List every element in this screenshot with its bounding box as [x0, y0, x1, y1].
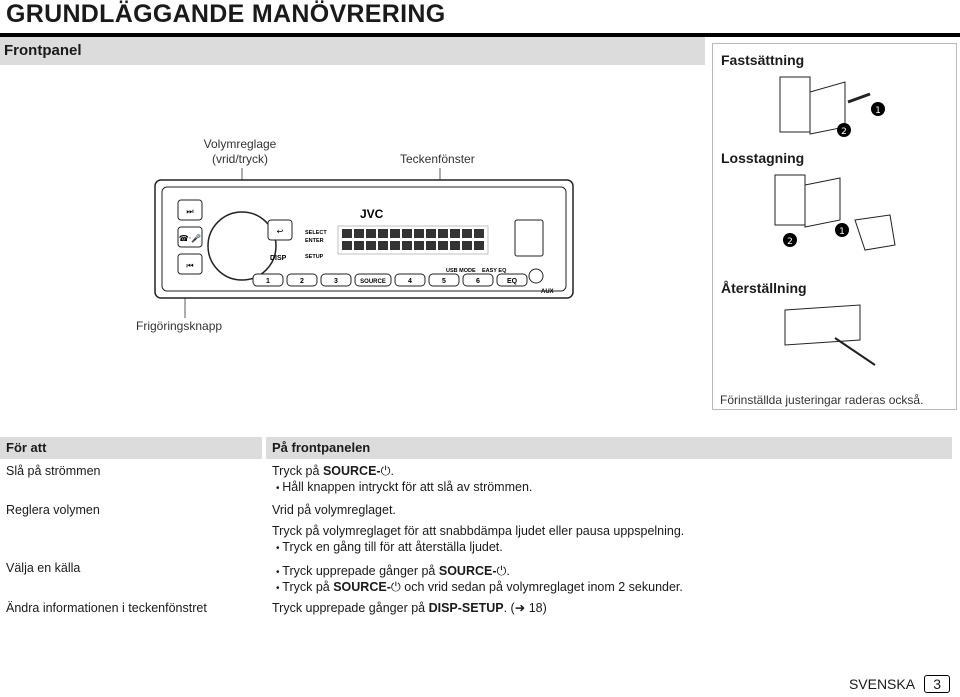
- source-button: [354, 273, 392, 287]
- volume-callout-line1: Volymreglage: [203, 137, 277, 151]
- svg-text:⏭: ⏭: [186, 207, 193, 216]
- svg-text:1: 1: [266, 278, 270, 285]
- svg-text:EQ: EQ: [507, 278, 518, 285]
- power-icon: ⏻: [380, 464, 391, 478]
- row-action-3b: Tryck på SOURCE-⏻ och vrid sedan på voly…: [276, 579, 683, 597]
- usb-port: [514, 219, 544, 257]
- svg-text:1: 1: [839, 227, 845, 237]
- svg-text:SELECT: SELECT: [305, 230, 327, 236]
- attach-illustration: 1 2: [779, 76, 885, 137]
- page-number: 3: [924, 675, 950, 693]
- row-label-4: Ändra informationen i teckenfönstret: [6, 601, 207, 615]
- svg-text:☎·🎤: ☎·🎤: [179, 233, 202, 243]
- row-label-1: Slå på strömmen: [6, 464, 101, 478]
- prev-track-button: [177, 253, 203, 275]
- volume-callout-line2: (vrid/tryck): [212, 152, 268, 166]
- row-label-3: Välja en källa: [6, 561, 81, 575]
- preset-button-1: [252, 273, 284, 287]
- row-action-1-note: Håll knappen intryckt för att slå av str…: [276, 479, 532, 497]
- phone-mic-button: [177, 226, 203, 248]
- row-action-3a: Tryck upprepade gånger på SOURCE-⏻.: [276, 563, 510, 581]
- device-front-panel: ⏭ ☎·🎤 ⏮ ↩ DISP SELECT ENTER SETUP JVC US: [154, 168, 574, 318]
- footer: SVENSKA 3: [849, 675, 950, 693]
- table-head-col2: På frontpanelen: [266, 437, 952, 459]
- attach-heading: Fastsättning: [721, 52, 805, 68]
- row-action-2a: Vrid på volymreglaget.: [272, 503, 396, 517]
- reset-heading: Återställning: [721, 280, 807, 296]
- svg-text:DISP: DISP: [270, 255, 287, 262]
- detach-heading: Losstagning: [721, 150, 805, 166]
- preset-button-5: [428, 273, 460, 287]
- aux-jack: [528, 268, 544, 284]
- svg-text:SETUP: SETUP: [305, 254, 324, 260]
- row-action-4: Tryck upprepade gånger på DISP-SETUP. (➜…: [272, 601, 547, 615]
- svg-text:2: 2: [787, 237, 793, 247]
- svg-text:ENTER: ENTER: [305, 238, 324, 244]
- next-track-button: [177, 199, 203, 221]
- title-rule: [0, 33, 960, 37]
- arrow-right-icon: ➜: [514, 601, 526, 615]
- svg-text:EASY EQ: EASY EQ: [482, 268, 507, 274]
- language-label: SVENSKA: [848, 676, 915, 692]
- detach-illustration: 2 1: [774, 174, 896, 251]
- right-panel: [712, 43, 957, 410]
- svg-text:4: 4: [408, 278, 412, 285]
- eq-button: [496, 273, 528, 287]
- volume-knob: [207, 211, 277, 281]
- svg-text:1: 1: [875, 106, 881, 116]
- svg-text:SOURCE: SOURCE: [360, 279, 386, 285]
- power-icon: ⏻: [390, 580, 401, 594]
- power-icon: ⏻: [496, 564, 507, 578]
- preset-button-4: [394, 273, 426, 287]
- svg-text:AUX: AUX: [541, 289, 554, 295]
- svg-text:2: 2: [841, 127, 847, 137]
- preset-button-2: [286, 273, 318, 287]
- row-action-1: Tryck på SOURCE-⏻.: [272, 464, 394, 478]
- volume-callout: Volymreglage (vrid/tryck): [195, 137, 285, 167]
- svg-text:⏮: ⏮: [186, 261, 193, 270]
- reset-note: Förinställda justeringar raderas också.: [720, 393, 924, 407]
- svg-text:5: 5: [442, 278, 446, 285]
- preset-button-6: [462, 273, 494, 287]
- page-title: GRUNDLÄGGANDE MANÖVRERING: [6, 0, 446, 28]
- svg-text:2: 2: [300, 278, 304, 285]
- row-label-2: Reglera volymen: [6, 503, 100, 517]
- svg-text:↩: ↩: [277, 227, 284, 236]
- display-callout: Teckenfönster: [400, 152, 475, 166]
- row-action-2b: Tryck på volymreglaget för att snabbdämp…: [272, 524, 685, 538]
- svg-text:3: 3: [334, 278, 338, 285]
- svg-text:USB MODE: USB MODE: [446, 268, 476, 274]
- preset-button-3: [320, 273, 352, 287]
- reset-illustration: [784, 304, 876, 366]
- row-action-2-note: Tryck en gång till för att återställa lj…: [276, 539, 502, 557]
- svg-text:JVC: JVC: [360, 207, 384, 221]
- frontpanel-heading: Frontpanel: [0, 37, 705, 65]
- svg-text:6: 6: [476, 278, 480, 285]
- release-callout: Frigöringsknapp: [136, 319, 223, 333]
- lcd-display: [337, 225, 489, 255]
- table-head-col1: För att: [0, 437, 262, 459]
